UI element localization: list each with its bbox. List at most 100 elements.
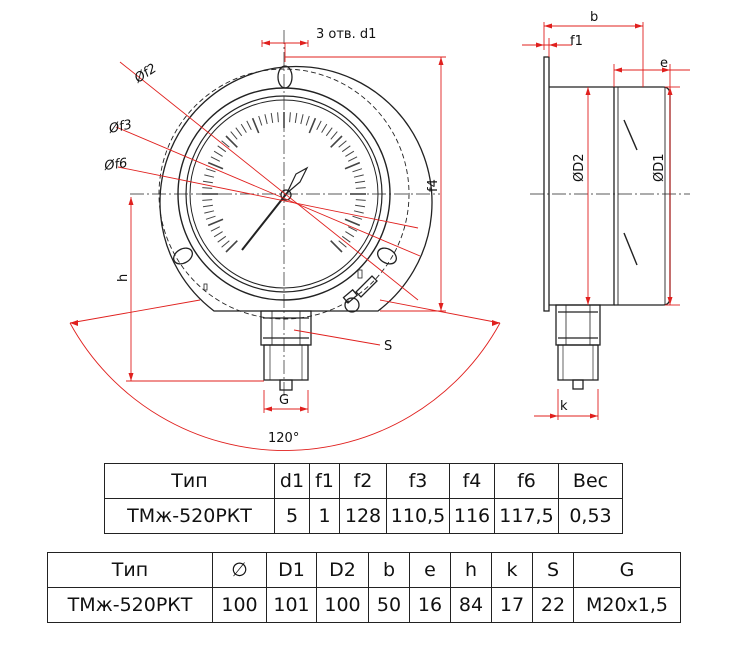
scale-tick (347, 156, 358, 162)
table-cell: 22 (532, 587, 574, 623)
scale-tick (221, 240, 230, 248)
pressure-fitting-side (555, 304, 601, 390)
scale-tick (316, 120, 322, 131)
scale-tick (240, 123, 247, 133)
scale-tick (264, 114, 268, 125)
holes-label: 3 отв. d1 (316, 27, 376, 42)
d2-label: ØD2 (572, 153, 587, 182)
scale-tick (207, 218, 224, 227)
b-label: b (590, 10, 598, 25)
scale-tick (235, 127, 243, 137)
scale-tick (213, 231, 223, 238)
scale-tick (207, 161, 224, 170)
e-label: e (660, 56, 668, 71)
scale-tick (321, 123, 328, 133)
f1-label: f1 (570, 34, 583, 49)
scale-tick (344, 161, 361, 170)
table-cell: 116 (449, 498, 495, 534)
scale-tick (341, 145, 351, 153)
table-header-cell: Тип (104, 463, 275, 499)
scale-tick (355, 180, 366, 184)
scale-tick (305, 115, 310, 126)
pressure-fitting-front (260, 310, 312, 391)
scale-tick (355, 204, 366, 208)
table-header-row: Тип d1 f1 f2 f3 f4 f6 Вес (104, 463, 623, 499)
pointer-needle (241, 192, 288, 251)
table-header-cell: D2 (316, 552, 369, 588)
table-cell: М20х1,5 (573, 587, 681, 623)
table-header-cell: f2 (339, 463, 387, 499)
scale-tick (345, 231, 355, 238)
flange-outline (159, 65, 433, 312)
table-header-cell: f6 (494, 463, 559, 499)
f6-label: Øf6 (102, 156, 128, 174)
flange-mark (357, 269, 363, 279)
scale-tick (213, 150, 223, 157)
table-header-cell: D1 (266, 552, 317, 588)
spec-table-1: Тип d1 f1 f2 f3 f4 f6 Вес ТМж-520РКТ 5 1… (104, 463, 623, 534)
mounting-hole-right (377, 247, 397, 265)
scale-tick (258, 115, 263, 126)
pointer-tail (286, 166, 309, 194)
h-label: h (116, 274, 131, 282)
table-header-cell: h (450, 552, 492, 588)
front-dimensions (69, 40, 501, 451)
scale-tick (352, 215, 363, 220)
scale-tick (225, 240, 238, 253)
scale-tick (344, 218, 361, 227)
side-view (530, 56, 690, 390)
table-cell: 5 (274, 498, 310, 534)
table-cell: 1 (309, 498, 340, 534)
table-header-cell: Тип (47, 552, 213, 588)
side-arrowheads (536, 23, 673, 419)
table-header-cell: f4 (449, 463, 495, 499)
scale-tick (294, 112, 298, 123)
mounting-hole-top (277, 65, 293, 89)
front-view (130, 30, 440, 400)
scale-tick (205, 215, 216, 220)
table-header-cell: b (368, 552, 410, 588)
scale-tick (345, 150, 355, 157)
table-header-row: Тип ∅ D1 D2 b e h k S G (47, 552, 681, 588)
angle-label: 120° (268, 431, 299, 446)
table-cell: 100 (212, 587, 267, 623)
f3-label: Øf3 (107, 117, 134, 137)
table-cell: 0,53 (558, 498, 623, 534)
flange-mark (203, 283, 208, 291)
gauge-technical-drawing: 3 отв. d1 Øf2 Øf3 Øf6 h f4 S G 120° (69, 10, 690, 451)
table-header-cell: ∅ (212, 552, 267, 588)
d1-label: ØD1 (652, 153, 667, 182)
scale-tick (355, 187, 366, 189)
scale-tick (270, 112, 274, 123)
scale-tick (202, 180, 213, 184)
scale-tick (330, 240, 343, 253)
f4-label: f4 (426, 179, 441, 192)
table-header-cell: Вес (558, 463, 623, 499)
scale-tick (341, 235, 351, 243)
side-bezel (614, 86, 671, 306)
g-label: G (279, 393, 289, 408)
scale-tick (225, 135, 238, 148)
table-cell: 17 (491, 587, 533, 623)
side-dimensions (522, 22, 690, 420)
scale-tick (352, 168, 363, 173)
scale-tick (202, 204, 213, 208)
scale-tick (353, 174, 364, 178)
s-label: S (384, 339, 392, 354)
side-case (549, 86, 615, 306)
table-cell: 16 (409, 587, 451, 623)
f2-label: Øf2 (131, 61, 159, 87)
table-header-cell: S (532, 552, 574, 588)
scale-tick (347, 226, 358, 232)
scale-tick (217, 235, 227, 243)
table-cell: 84 (450, 587, 492, 623)
scale-tick (217, 145, 227, 153)
scale-tick (353, 210, 364, 214)
table-cell: 110,5 (386, 498, 450, 534)
table-header-cell: e (409, 552, 451, 588)
scale-tick (308, 117, 317, 134)
scale-tick (221, 140, 230, 148)
scale-tick (338, 240, 347, 248)
scale-tick (202, 187, 213, 189)
spec-table-2: Тип ∅ D1 D2 b e h k S G ТМж-520РКТ 100 1… (47, 552, 681, 623)
